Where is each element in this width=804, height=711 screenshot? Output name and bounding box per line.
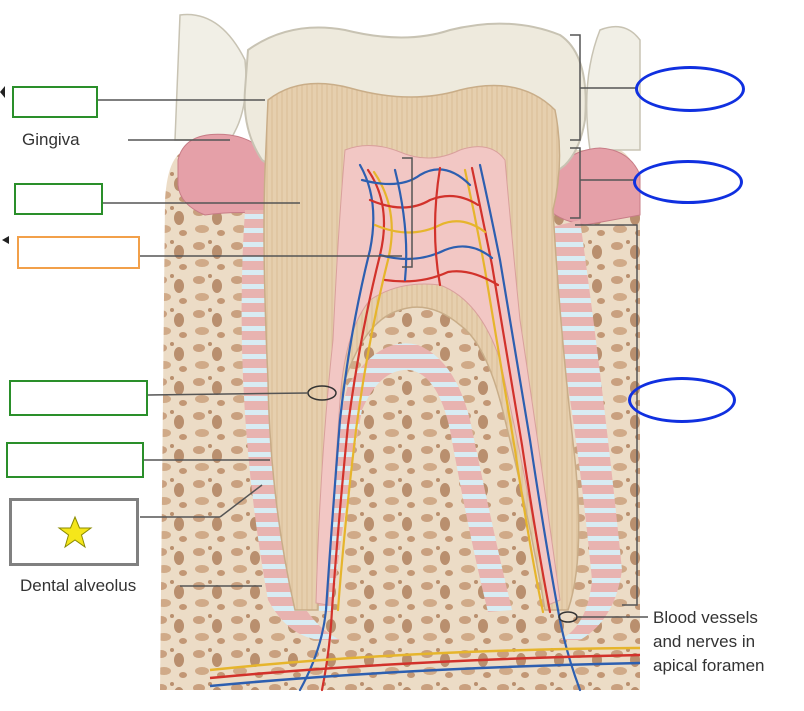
answer-oval-2[interactable] [633, 160, 743, 204]
label-apical-line-3: apical foramen [653, 656, 765, 675]
label-apical-line-2: and nerves in [653, 632, 756, 651]
answer-oval-3[interactable] [628, 377, 736, 423]
star-icon [57, 515, 93, 549]
answer-box-5[interactable] [6, 442, 144, 478]
label-gingiva: Gingiva [22, 130, 80, 149]
label-dental-alveolus: Dental alveolus [20, 576, 137, 595]
answer-box-3[interactable] [17, 236, 140, 269]
answer-box-2[interactable] [14, 183, 103, 215]
answer-box-star[interactable] [9, 498, 139, 566]
answer-box-4[interactable] [9, 380, 148, 416]
label-apical-line-1: Blood vessels [653, 608, 758, 627]
answer-box-1[interactable] [12, 86, 98, 118]
answer-oval-1[interactable] [635, 66, 745, 112]
